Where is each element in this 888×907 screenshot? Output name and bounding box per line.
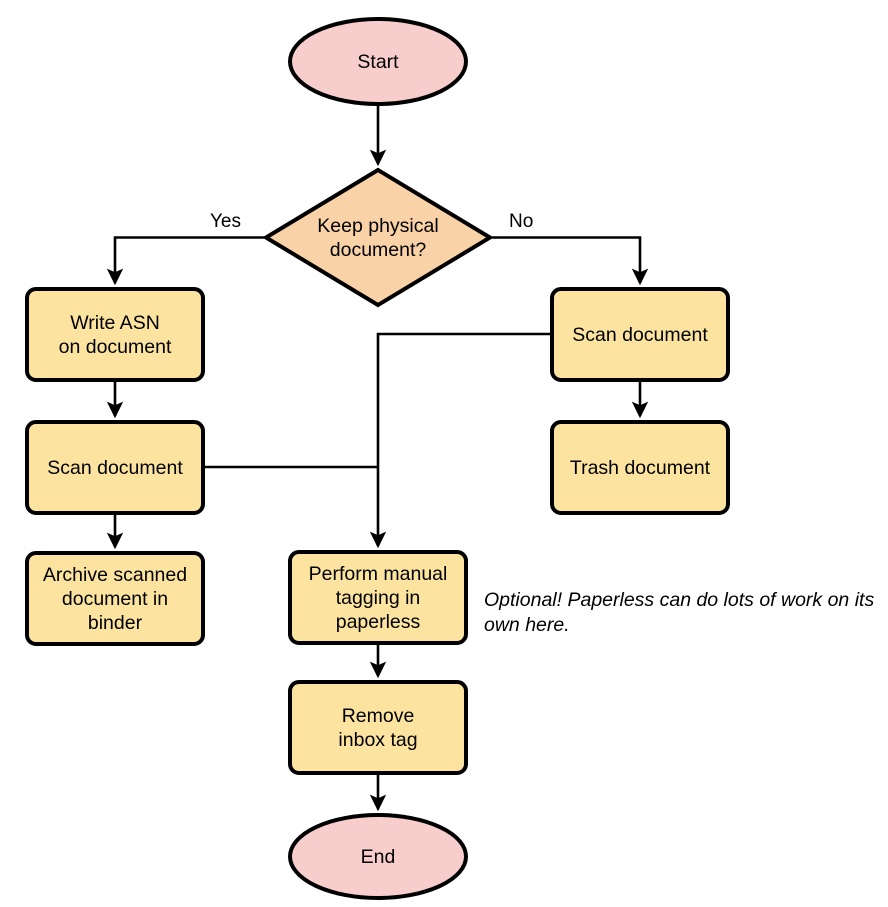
- node-scan-left-shape: [25, 420, 205, 515]
- edge-decision-no-to-scan-right: [492, 236, 649, 286]
- node-tagging-shape: [288, 550, 468, 645]
- node-archive-shape: [25, 551, 205, 646]
- node-start-shape: [288, 17, 468, 106]
- node-trash-shape: [550, 420, 730, 515]
- annotation-optional-note: Optional! Paperless can do lots of work …: [484, 589, 875, 636]
- node-scan-right-shape: [550, 287, 730, 382]
- edge-label-no: No: [509, 211, 534, 232]
- node-write-asn-shape: [25, 287, 205, 382]
- node-decision-shape: [262, 167, 494, 308]
- edge-scan-right-to-tagging: [369, 332, 552, 549]
- node-remove-inbox-shape: [288, 680, 468, 775]
- edge-decision-yes-to-write-asn: [106, 236, 264, 286]
- node-end-shape: [288, 813, 468, 900]
- edge-label-yes: Yes: [210, 211, 241, 232]
